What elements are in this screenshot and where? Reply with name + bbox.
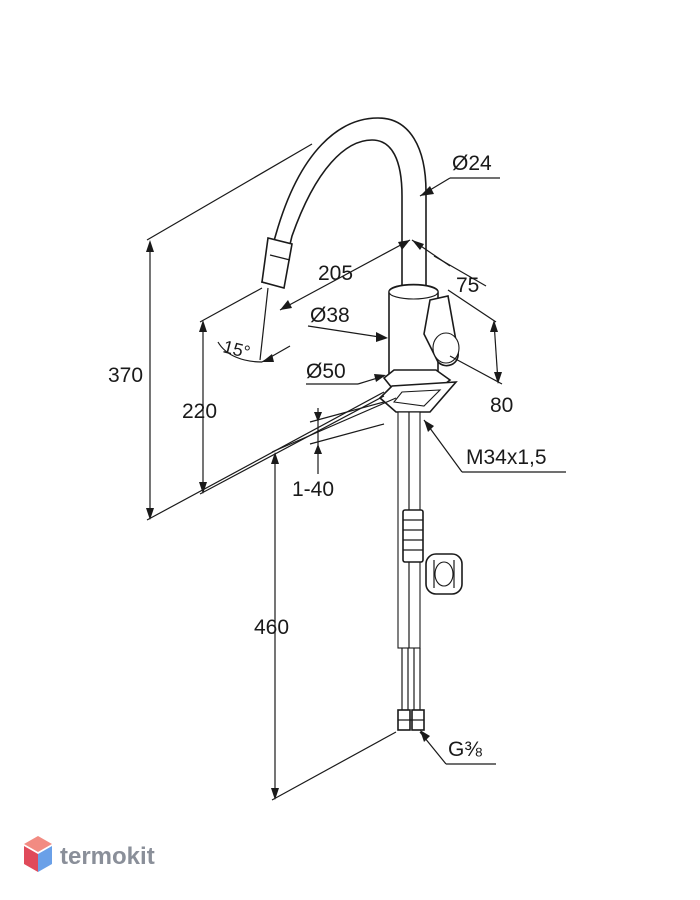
faucet-outline [260, 117, 463, 731]
dim-lever-depth: 75 [456, 274, 479, 297]
dim-total-height: 370 [108, 364, 143, 387]
dim-body-diameter: Ø38 [310, 304, 350, 327]
dim-spout-diameter: Ø24 [452, 152, 492, 175]
dim-thread: M34x1,5 [466, 446, 547, 469]
dim-connection: G⅜ [448, 738, 482, 761]
dim-deck-thickness: 1-40 [292, 478, 334, 501]
dimension-lines [146, 143, 566, 801]
termokit-logo-mark [24, 836, 52, 872]
dim-angle: 15° [221, 336, 252, 362]
dim-hose-length: 460 [254, 616, 289, 639]
dim-lever-height: 80 [490, 394, 513, 417]
termokit-logo-text: termokit [60, 843, 155, 870]
dim-reach: 205 [318, 262, 353, 285]
dim-base-diameter: Ø50 [306, 360, 346, 383]
dim-spout-height: 220 [182, 400, 217, 423]
termokit-logo: termokit [24, 836, 155, 872]
